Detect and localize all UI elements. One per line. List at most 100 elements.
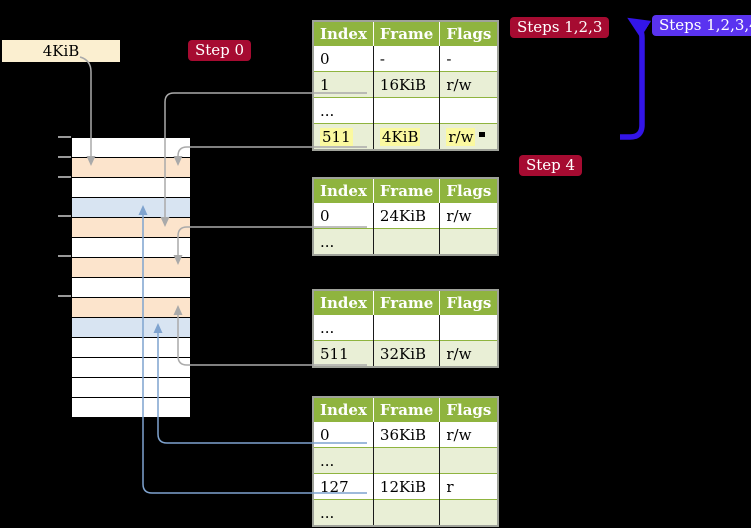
table-header-cell: Index [313, 290, 374, 315]
table-cell: 32KiB [373, 340, 441, 367]
table-cell [373, 314, 441, 341]
memory-frame-row-0 [72, 137, 190, 157]
memory-tick [58, 215, 71, 217]
memory-frame-row-12 [72, 377, 190, 397]
page-size-label-text: 4KiB [42, 42, 80, 60]
table-row: ... [313, 499, 499, 526]
table-cell [439, 447, 499, 474]
table-cell: r/w [439, 123, 499, 150]
highlighted-cell-text: 511 [320, 127, 353, 146]
memory-frame-row-6 [72, 257, 190, 277]
table-cell: - [373, 45, 441, 72]
table-row: ... [313, 447, 499, 474]
table-cell: ... [313, 228, 374, 255]
memory-tick [58, 295, 71, 297]
memory-tick [58, 176, 71, 178]
table-cell [373, 228, 441, 255]
step0-badge: Step 0 [188, 40, 252, 61]
table-cell: 1 [313, 71, 374, 98]
step4-badge: Step 4 [519, 155, 583, 176]
table-cell: ... [313, 499, 374, 526]
table-cell: ... [313, 97, 374, 124]
memory-frame-row-5 [72, 237, 190, 257]
table-cell [439, 97, 499, 124]
memory-frame-row-3 [72, 197, 190, 217]
table-cell: 0 [313, 421, 374, 448]
memory-frame-row-13 [72, 397, 190, 417]
table-header-cell: Flags [439, 21, 499, 46]
memory-frame-row-2 [72, 177, 190, 197]
table-cell [439, 314, 499, 341]
table-cell [373, 499, 441, 526]
table-header-cell: Flags [439, 178, 499, 203]
table-cell [373, 97, 441, 124]
table-cell [439, 228, 499, 255]
table-cell: 127 [313, 473, 374, 500]
highlighted-cell-text: 4KiB [379, 127, 421, 146]
page-size-label: 4KiB [2, 40, 120, 62]
table-header-cell: Frame [373, 21, 441, 46]
memory-frame-row-4 [72, 217, 190, 237]
table-cell: r/w [439, 71, 499, 98]
table-header-cell: Flags [439, 290, 499, 315]
table-row: 0-- [313, 45, 499, 72]
table-header-cell: Index [313, 397, 374, 422]
table-header-cell: Flags [439, 397, 499, 422]
table-cell: 0 [313, 202, 374, 229]
table-cell: ... [313, 314, 374, 341]
table-header-cell: Frame [373, 397, 441, 422]
clipped-arrow-tip-mark [479, 132, 485, 137]
memory-tick [58, 156, 71, 158]
table-header-cell: Index [313, 178, 374, 203]
table-cell: 12KiB [373, 473, 441, 500]
table-cell [439, 499, 499, 526]
table-header-cell: Frame [373, 178, 441, 203]
memory-frame-row-9 [72, 317, 190, 337]
steps1234-badge: Steps 1,2,3,4 [652, 15, 751, 36]
table-cell: ... [313, 447, 374, 474]
table-row: ... [313, 228, 499, 255]
table-cell: r [439, 473, 499, 500]
table-cell: r/w [439, 340, 499, 367]
table-cell: r/w [439, 421, 499, 448]
table-header-cell: Index [313, 21, 374, 46]
loop-back-arrow [620, 17, 652, 140]
table-row: ... [313, 97, 499, 124]
memory-frame-row-8 [72, 297, 190, 317]
table-cell: 0 [313, 45, 374, 72]
table-row: ... [313, 314, 499, 341]
table-cell: - [439, 45, 499, 72]
table-cell: 511 [313, 340, 374, 367]
table-cell: 16KiB [373, 71, 441, 98]
table-row: 511 4KiB r/w [313, 123, 499, 150]
table-cell: 24KiB [373, 202, 441, 229]
memory-frame-row-10 [72, 337, 190, 357]
table-cell: r/w [439, 202, 499, 229]
memory-tick [58, 255, 71, 257]
memory-frame-row-11 [72, 357, 190, 377]
table-cell [373, 447, 441, 474]
table-header-cell: Frame [373, 290, 441, 315]
steps123-badge: Steps 1,2,3 [510, 17, 610, 38]
memory-tick [58, 136, 71, 138]
physical-memory-column [71, 137, 191, 418]
table-cell: 36KiB [373, 421, 441, 448]
highlighted-cell-text: r/w [446, 127, 476, 146]
table-cell: 511 [313, 123, 374, 150]
memory-frame-row-1 [72, 157, 190, 177]
table-cell: 4KiB [373, 123, 441, 150]
